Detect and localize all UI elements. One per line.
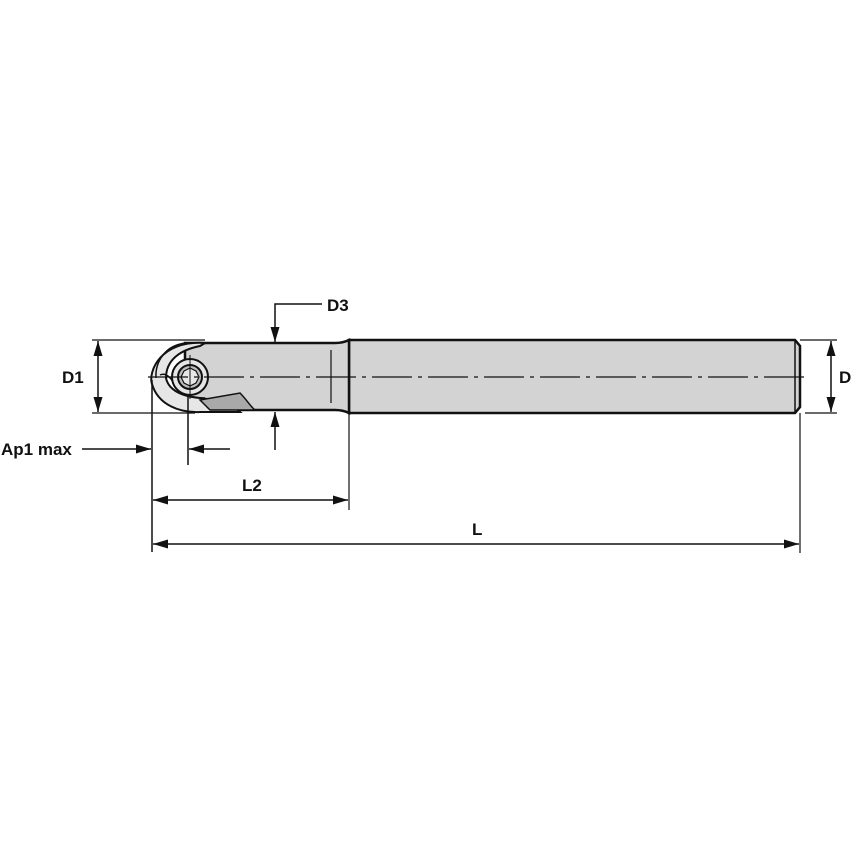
label-d3: D3 xyxy=(327,296,349,315)
label-l2: L2 xyxy=(242,476,262,495)
l2-dimension xyxy=(153,413,350,510)
label-d: D xyxy=(839,368,852,387)
d3-dimension xyxy=(270,303,322,450)
label-d1: D1 xyxy=(62,368,84,387)
d-dimension xyxy=(800,339,837,414)
d1-dimension xyxy=(92,339,205,414)
ap1max-dimension xyxy=(82,380,230,552)
label-l: L xyxy=(472,520,483,539)
screw-icon xyxy=(171,355,209,399)
label-ap1max: Ap1 max xyxy=(1,440,72,459)
l-dimension xyxy=(153,413,801,553)
